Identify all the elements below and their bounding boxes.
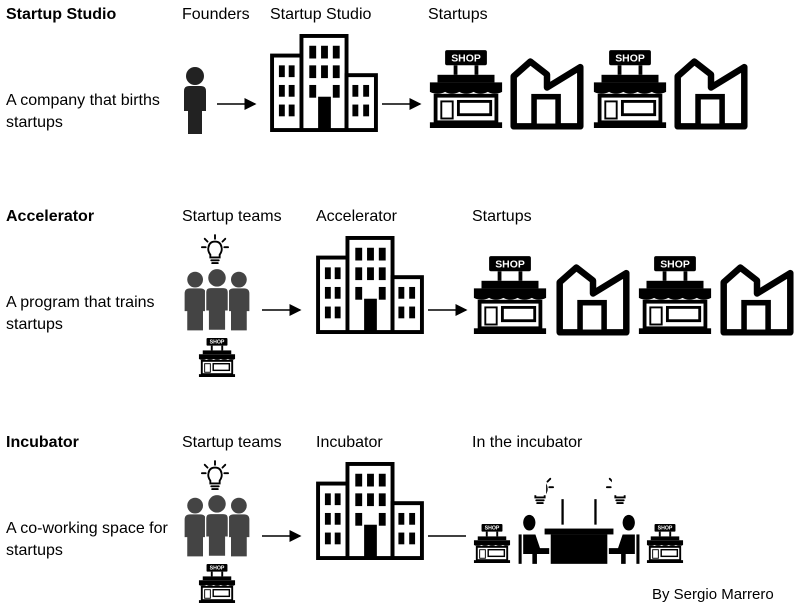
arrow-icon (262, 530, 302, 542)
divider-line (428, 535, 466, 537)
column-label-accelerator: Accelerator (316, 208, 397, 225)
factory-icon (510, 56, 584, 130)
column-label-in-the-incubator: In the incubator (472, 434, 583, 451)
team-icon (182, 230, 252, 338)
column-label-incubator: Incubator (316, 434, 383, 451)
factory-icon (720, 262, 794, 336)
column-label-startups: Startups (472, 208, 532, 225)
shop-icon (592, 50, 668, 130)
person-icon (180, 66, 210, 136)
building-icon (316, 462, 424, 560)
team-icon (182, 456, 252, 564)
section-title-startup-studio: Startup Studio (6, 6, 117, 23)
shop-icon (473, 524, 511, 564)
factory-icon (556, 262, 630, 336)
shop-icon (198, 564, 236, 604)
factory-icon (674, 56, 748, 130)
shop-icon (428, 50, 504, 130)
column-label-startup-teams: Startup teams (182, 208, 282, 225)
building-icon (270, 34, 378, 132)
shop-icon (198, 338, 236, 378)
column-label-founders: Founders (182, 6, 250, 23)
section-description-incubator: A co-working space for startups (6, 520, 168, 559)
column-label-startup-teams: Startup teams (182, 434, 282, 451)
author-credit: By Sergio Marrero (652, 586, 774, 603)
section-description-accelerator: A program that trains startups (6, 294, 155, 333)
column-label-startups: Startups (428, 6, 488, 23)
coworking-table-icon (514, 461, 645, 564)
arrow-icon (262, 304, 302, 316)
column-label-startup-studio: Startup Studio (270, 6, 372, 23)
section-title-accelerator: Accelerator (6, 208, 95, 225)
shop-icon (646, 524, 684, 564)
section-title-incubator: Incubator (6, 434, 79, 451)
arrow-icon (428, 304, 468, 316)
arrow-icon (382, 98, 422, 110)
arrow-icon (217, 98, 257, 110)
building-icon (316, 236, 424, 334)
shop-icon (637, 256, 713, 336)
shop-icon (472, 256, 548, 336)
section-description-startup-studio: A company that births startups (6, 92, 160, 131)
